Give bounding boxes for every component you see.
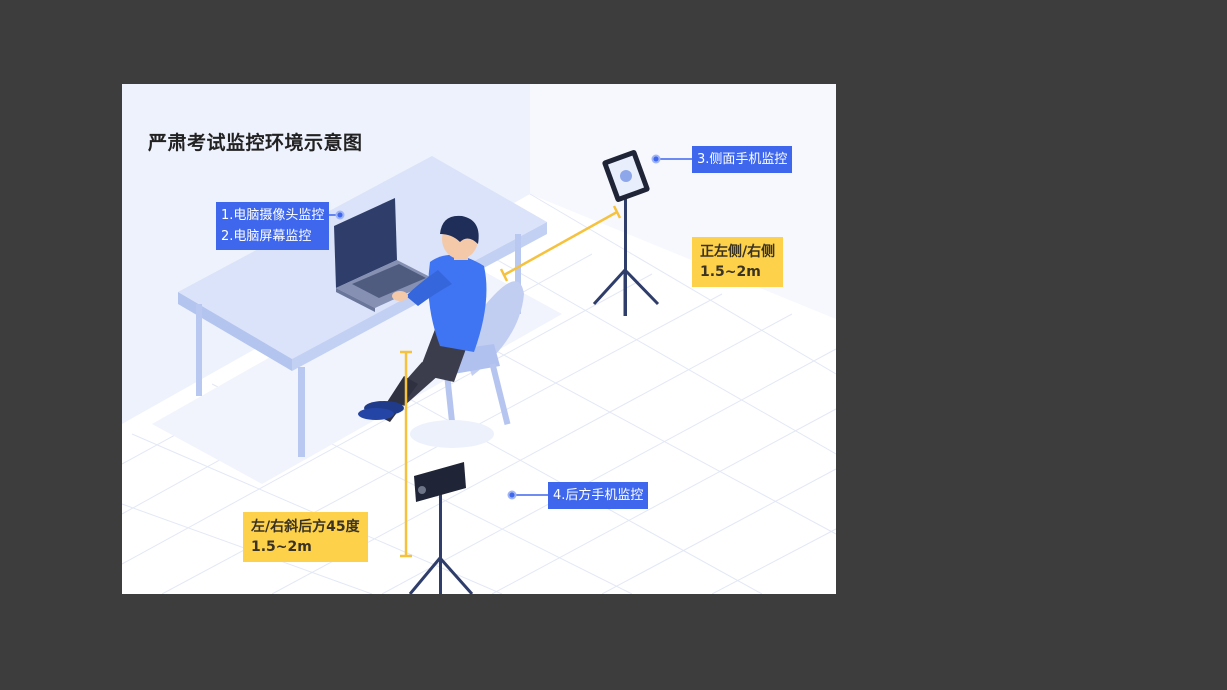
side-distance-label: 正左侧/右侧 1.5~2m [692, 237, 784, 287]
diagram-image: 严肃考试监控环境示意图 1.电脑摄像头监控 2.电脑屏幕监控 3.侧面手机监控 … [122, 84, 836, 594]
distance-markers [400, 205, 622, 558]
rear-phone-tripod [408, 462, 474, 594]
laptop [334, 198, 436, 312]
diagram-title: 严肃考试监控环境示意图 [148, 132, 363, 154]
floor [122, 194, 836, 594]
rear-distance-position: 左/右斜后方45度 [251, 519, 360, 535]
side-phone-tripod [592, 150, 660, 316]
side-distance-line [503, 210, 618, 277]
rear-distance-label: 左/右斜后方45度 1.5~2m [243, 512, 368, 562]
side-phone-label: 3.侧面手机监控 [692, 146, 793, 173]
side-distance-range: 1.5~2m [700, 264, 761, 280]
computer-camera-label: 1.电脑摄像头监控 [221, 208, 325, 223]
computer-monitoring-label: 1.电脑摄像头监控 2.电脑屏幕监控 [216, 202, 330, 250]
rear-distance-range: 1.5~2m [251, 539, 312, 555]
computer-screen-label: 2.电脑屏幕监控 [221, 229, 312, 244]
callout-dots [335, 154, 661, 500]
side-distance-position: 正左侧/右侧 [700, 244, 776, 260]
rear-phone-label: 4.后方手机监控 [548, 482, 649, 509]
person [358, 215, 524, 448]
